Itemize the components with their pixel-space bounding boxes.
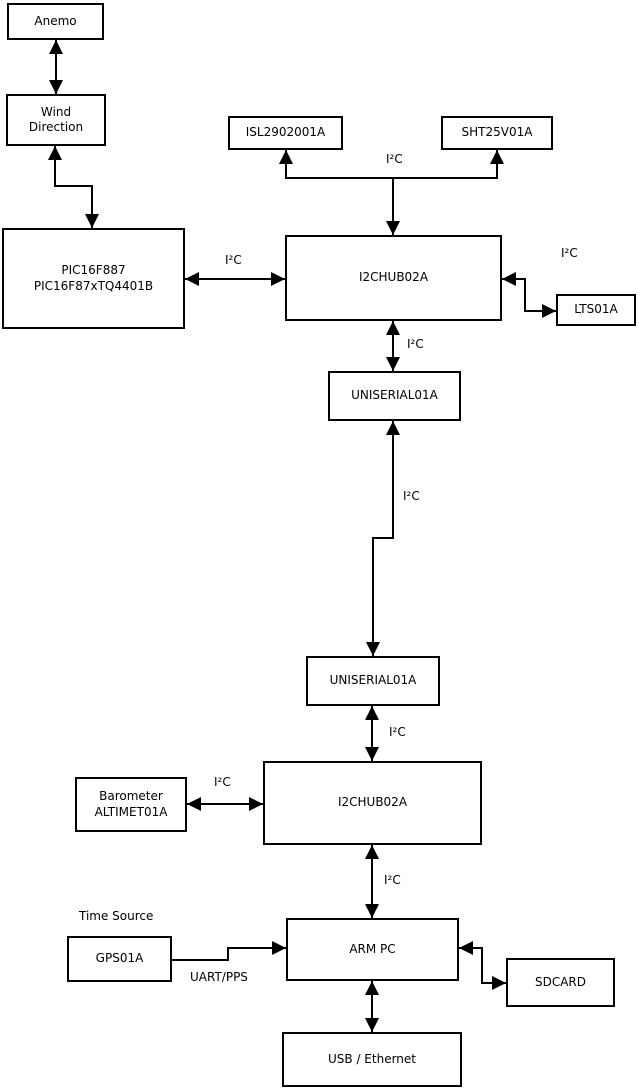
node-label: LTS01A [574,302,618,317]
edge-uniserial-upper-uniserial-lower [366,421,400,656]
node-label: Wind [40,104,72,119]
edge-sensor-bus-branch [279,150,504,179]
node-gps01a: GPS01A [67,936,172,982]
node-usb-ethernet: USB / Ethernet [282,1032,462,1087]
node-barometer-altimet01a: Barometer ALTIMET01A [75,777,187,832]
node-label: SHT25V01A [461,125,533,140]
node-anemo: Anemo [7,3,104,40]
edge-label-uniserial-hub2-i2c: I²C [389,725,406,740]
node-uniserial01a-lower: UNISERIAL01A [306,656,440,706]
node-uniserial01a-upper: UNISERIAL01A [328,371,461,421]
edge-label-uart-pps: UART/PPS [190,970,248,985]
node-arm-pc: ARM PC [286,918,459,981]
node-isl2902001a: ISL2902001A [228,116,343,150]
edge-label-pic-hub-i2c: I²C [225,253,242,268]
node-lts01a: LTS01A [556,294,636,326]
edge-label-uniserial-link-i2c: I²C [403,489,420,504]
edge-label-hub2-arm-i2c: I²C [384,873,401,888]
node-label: ISL2902001A [245,125,326,140]
edge-i2chub-upper-lts [502,272,556,318]
node-i2chub02a-lower: I2CHUB02A [263,761,482,845]
node-pic16f887: PIC16F887 PIC16F87xTQ4401B [2,228,185,329]
edge-wind-pic [48,146,99,228]
node-sdcard: SDCARD [506,958,615,1007]
edge-label-sensor-bus-i2c: I²C [386,152,403,167]
node-label: Anemo [34,13,77,28]
node-label: SDCARD [534,974,587,989]
edge-gps-armpc [172,941,286,961]
node-sht25v01a: SHT25V01A [441,116,553,150]
node-label: ARM PC [349,941,396,956]
node-label: PIC16F87xTQ4401B [33,278,154,293]
node-label: GPS01A [95,951,144,966]
node-label: I2CHUB02A [337,795,408,810]
edge-label-hub-lts-i2c: I²C [561,246,578,261]
node-label: I2CHUB02A [358,270,429,285]
edge-label-barometer-hub2-i2c: I²C [214,775,231,790]
node-label: ALTIMET01A [94,804,168,819]
node-label: USB / Ethernet [328,1051,416,1066]
node-label: PIC16F887 [61,263,126,278]
node-label: Direction [28,120,84,134]
node-label: UNISERIAL01A [329,673,417,688]
node-label: Barometer [99,789,163,804]
node-wind-direction: Wind Direction [6,94,106,146]
node-label: UNISERIAL01A [351,388,438,403]
edge-armpc-sdcard [459,941,506,990]
node-i2chub02a-upper: I2CHUB02A [285,235,502,321]
time-source-caption: Time Source [79,909,154,924]
edge-label-hub-uniserial-i2c: I²C [407,337,424,352]
